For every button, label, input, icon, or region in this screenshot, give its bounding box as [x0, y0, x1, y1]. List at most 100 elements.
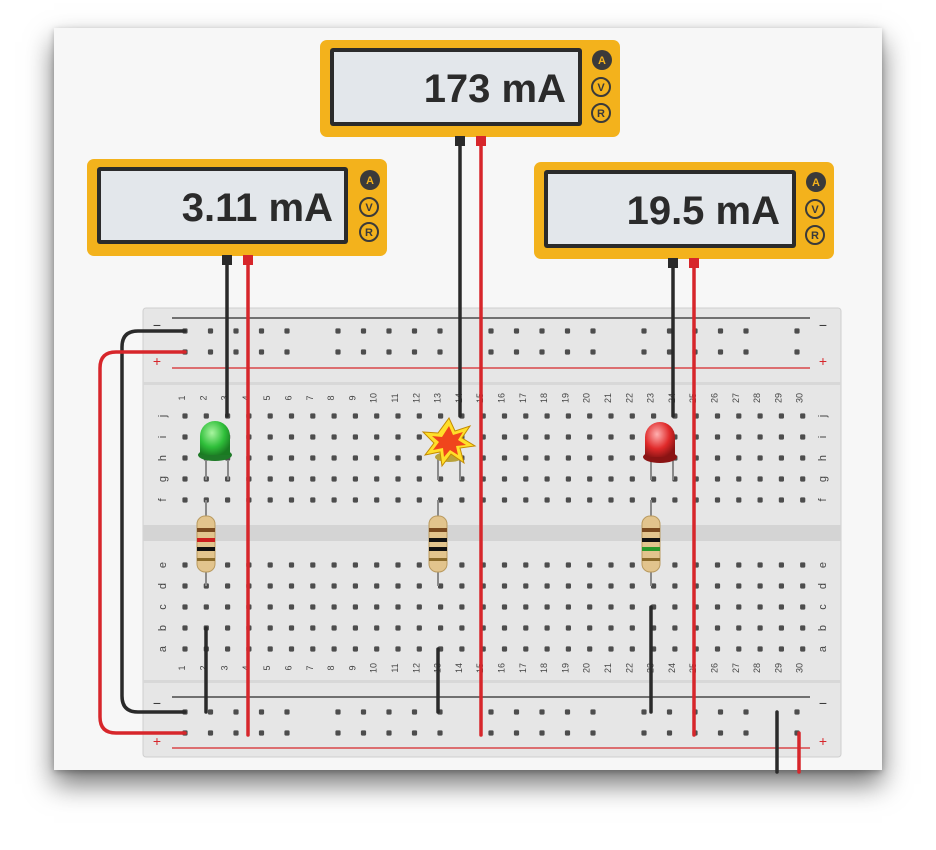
rail-hole[interactable] — [488, 730, 494, 736]
breadboard-hole[interactable] — [310, 476, 316, 482]
breadboard-hole[interactable] — [778, 497, 784, 503]
breadboard-hole[interactable] — [629, 434, 635, 440]
rail-hole[interactable] — [258, 730, 265, 736]
breadboard-hole[interactable] — [523, 434, 529, 440]
breadboard-hole[interactable] — [587, 497, 593, 503]
breadboard-hole[interactable] — [395, 434, 401, 440]
breadboard-hole[interactable] — [310, 434, 316, 440]
rail-hole[interactable] — [539, 328, 545, 334]
breadboard-hole[interactable] — [331, 625, 337, 631]
breadboard-hole[interactable] — [714, 497, 721, 503]
rail-hole[interactable] — [666, 349, 673, 355]
mode-button-volts[interactable] — [591, 77, 611, 97]
breadboard-hole[interactable] — [501, 455, 508, 461]
breadboard-hole[interactable] — [225, 583, 231, 589]
breadboard-hole[interactable] — [523, 476, 529, 482]
rail-hole[interactable] — [513, 730, 520, 736]
breadboard-hole[interactable] — [523, 562, 529, 568]
breadboard-hole[interactable] — [501, 562, 508, 568]
breadboard-hole[interactable] — [629, 646, 635, 652]
breadboard[interactable]: − + − + − + − + 112233445566778899101011… — [142, 307, 842, 758]
breadboard-hole[interactable] — [544, 434, 550, 440]
breadboard-hole[interactable] — [374, 434, 380, 440]
breadboard-hole[interactable] — [629, 476, 635, 482]
breadboard-hole[interactable] — [608, 497, 614, 503]
breadboard-hole[interactable] — [352, 455, 358, 461]
breadboard-hole[interactable] — [438, 625, 444, 631]
breadboard-hole[interactable] — [182, 497, 188, 503]
breadboard-hole[interactable] — [778, 434, 784, 440]
breadboard-hole[interactable] — [225, 625, 231, 631]
multimeter-center[interactable]: 173 mA A V R — [320, 40, 620, 137]
rail-hole[interactable] — [743, 328, 749, 334]
breadboard-hole[interactable] — [225, 497, 231, 503]
breadboard-hole[interactable] — [587, 625, 593, 631]
breadboard-hole[interactable] — [395, 562, 401, 568]
rail-hole[interactable] — [360, 730, 367, 736]
rail-hole[interactable] — [335, 328, 341, 334]
breadboard-hole[interactable] — [629, 562, 635, 568]
breadboard-hole[interactable] — [778, 646, 784, 652]
breadboard-hole[interactable] — [288, 562, 295, 568]
rail-hole[interactable] — [411, 328, 418, 334]
breadboard-hole[interactable] — [288, 434, 295, 440]
breadboard-hole[interactable] — [608, 562, 614, 568]
breadboard-hole[interactable] — [459, 497, 465, 503]
breadboard-hole[interactable] — [757, 434, 763, 440]
breadboard-hole[interactable] — [501, 434, 508, 440]
breadboard-hole[interactable] — [587, 434, 593, 440]
breadboard-hole[interactable] — [395, 625, 401, 631]
breadboard-hole[interactable] — [501, 625, 508, 631]
rail-hole[interactable] — [335, 709, 341, 715]
breadboard-hole[interactable] — [587, 604, 593, 610]
breadboard-hole[interactable] — [608, 434, 614, 440]
breadboard-hole[interactable] — [629, 497, 635, 503]
rail-hole[interactable] — [666, 730, 673, 736]
multimeter-right[interactable]: 19.5 mA A V R — [534, 162, 834, 259]
breadboard-hole[interactable] — [565, 625, 571, 631]
breadboard-hole[interactable] — [267, 497, 273, 503]
resistor-right[interactable] — [641, 500, 661, 586]
breadboard-hole[interactable] — [331, 455, 337, 461]
breadboard-hole[interactable] — [608, 604, 614, 610]
breadboard-hole[interactable] — [736, 413, 742, 419]
breadboard-hole[interactable] — [523, 583, 529, 589]
breadboard-hole[interactable] — [672, 562, 678, 568]
breadboard-hole[interactable] — [331, 583, 337, 589]
rail-hole[interactable] — [513, 709, 520, 715]
breadboard-hole[interactable] — [501, 583, 508, 589]
rail-hole[interactable] — [564, 328, 571, 334]
breadboard-hole[interactable] — [374, 476, 380, 482]
breadboard-hole[interactable] — [267, 476, 273, 482]
breadboard-hole[interactable] — [736, 562, 742, 568]
breadboard-hole[interactable] — [416, 413, 422, 419]
breadboard-hole[interactable] — [416, 497, 422, 503]
breadboard-hole[interactable] — [651, 583, 657, 589]
breadboard-hole[interactable] — [800, 646, 806, 652]
breadboard-hole[interactable] — [288, 455, 295, 461]
breadboard-hole[interactable] — [778, 562, 784, 568]
breadboard-hole[interactable] — [565, 434, 571, 440]
breadboard-hole[interactable] — [565, 562, 571, 568]
breadboard-hole[interactable] — [310, 497, 316, 503]
breadboard-hole[interactable] — [374, 583, 380, 589]
mode-button-volts[interactable] — [805, 199, 825, 219]
breadboard-hole[interactable] — [736, 583, 742, 589]
breadboard-hole[interactable] — [395, 646, 401, 652]
breadboard-hole[interactable] — [544, 625, 550, 631]
rail-hole[interactable] — [386, 730, 392, 736]
breadboard-hole[interactable] — [800, 476, 806, 482]
breadboard-hole[interactable] — [331, 646, 337, 652]
breadboard-hole[interactable] — [778, 455, 784, 461]
breadboard-hole[interactable] — [714, 476, 721, 482]
rail-hole[interactable] — [411, 709, 418, 715]
breadboard-hole[interactable] — [395, 604, 401, 610]
breadboard-hole[interactable] — [800, 604, 806, 610]
breadboard-hole[interactable] — [714, 455, 721, 461]
breadboard-hole[interactable] — [352, 476, 358, 482]
breadboard-hole[interactable] — [182, 625, 188, 631]
breadboard-hole[interactable] — [544, 583, 550, 589]
breadboard-hole[interactable] — [565, 497, 571, 503]
rail-hole[interactable] — [539, 730, 545, 736]
breadboard-hole[interactable] — [310, 604, 316, 610]
